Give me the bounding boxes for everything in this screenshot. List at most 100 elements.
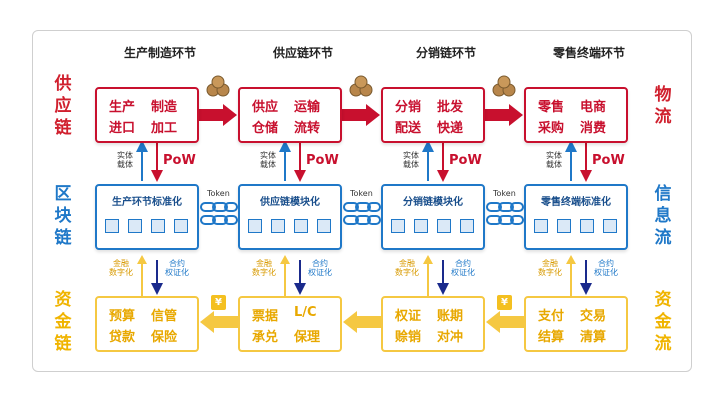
side-label-capital-flow: 资金流 <box>654 290 672 354</box>
supply-box-retail: 零售 电商 采购 消费 <box>524 87 628 143</box>
blockchain-box-title: 供应链模块化 <box>260 197 320 208</box>
supply-flow-arrows <box>199 104 523 126</box>
contract-label: 合约权证化 <box>308 259 332 277</box>
finance-box-distribution: 权证 账期 赊销 对冲 <box>381 296 485 352</box>
finance-term: 账期 <box>437 309 464 324</box>
block-icon <box>271 219 285 233</box>
diagram-canvas: 生产制造环节 供应链环节 分销链环节 零售终端环节 供应链 区块链 资金链 物流… <box>32 30 692 372</box>
block-icon <box>557 219 571 233</box>
connector-arrows <box>136 104 592 333</box>
coin-stack-icon <box>349 75 373 97</box>
finance-label: 金融数字化 <box>538 259 562 277</box>
finance-label: 金融数字化 <box>395 259 419 277</box>
yuan-icon: ¥ <box>497 295 512 310</box>
blockchain-links <box>200 202 524 225</box>
supply-term: 零售 <box>538 100 565 115</box>
supply-term: 运输 <box>294 100 321 115</box>
block-icon <box>460 219 474 233</box>
side-label-blockchain: 区块链 <box>54 184 72 248</box>
finance-term: 对冲 <box>437 330 464 345</box>
supply-box-production: 生产 制造 进口 加工 <box>95 87 199 143</box>
vertical-arrows <box>136 140 592 301</box>
supply-term: 制造 <box>151 100 178 115</box>
entity-label: 实体载体 <box>546 151 562 169</box>
finance-term: 承兑 <box>252 330 279 345</box>
supply-term: 供应 <box>252 100 279 115</box>
header-supply: 供应链环节 <box>272 46 333 60</box>
entity-label: 实体载体 <box>403 151 419 169</box>
header-retail: 零售终端环节 <box>552 46 625 60</box>
finance-term: 赊销 <box>395 330 422 345</box>
blockchain-box-production: 生产环节标准化 <box>95 184 199 250</box>
block-icon <box>534 219 548 233</box>
supply-term: 电商 <box>580 100 607 115</box>
supply-term: 进口 <box>109 121 136 136</box>
side-label-supply-chain: 供应链 <box>54 74 72 138</box>
entity-label: 实体载体 <box>117 151 133 169</box>
coin-stack-icon <box>492 75 516 97</box>
finance-label: 金融数字化 <box>252 259 276 277</box>
finance-term: 票据 <box>252 309 279 324</box>
block-icon <box>128 219 142 233</box>
finance-box-production: 预算 信管 贷款 保险 <box>95 296 199 352</box>
yuan-icon: ¥ <box>211 295 226 310</box>
finance-term: 预算 <box>109 309 136 324</box>
supply-term: 快递 <box>437 121 464 136</box>
supply-term: 批发 <box>437 100 464 115</box>
supply-box-distribution: 分销 批发 配送 快递 <box>381 87 485 143</box>
supply-term: 采购 <box>538 121 565 136</box>
block-icon <box>174 219 188 233</box>
block-icon <box>414 219 428 233</box>
supply-term: 分销 <box>395 100 422 115</box>
finance-term: 结算 <box>538 330 565 345</box>
header-distribution: 分销链环节 <box>415 46 476 60</box>
side-label-logistics: 物流 <box>654 85 672 127</box>
finance-term: L/C <box>294 305 317 320</box>
finance-term: 保理 <box>294 330 321 345</box>
token-label: Token <box>350 189 373 198</box>
supply-term: 加工 <box>151 121 178 136</box>
block-icon <box>580 219 594 233</box>
token-label: Token <box>207 189 230 198</box>
finance-term: 支付 <box>538 309 565 324</box>
finance-term: 贷款 <box>109 330 136 345</box>
block-icon <box>603 219 617 233</box>
block-icon <box>294 219 308 233</box>
finance-flow-arrows <box>200 311 524 333</box>
token-label: Token <box>493 189 516 198</box>
block-icon <box>105 219 119 233</box>
blockchain-box-title: 零售终端标准化 <box>541 197 611 208</box>
finance-label: 金融数字化 <box>109 259 133 277</box>
contract-label: 合约权证化 <box>594 259 618 277</box>
supply-term: 消费 <box>580 121 607 136</box>
blockchain-box-distribution: 分销链模块化 <box>381 184 485 250</box>
finance-term: 信管 <box>151 309 178 324</box>
pow-label: PoW <box>449 153 482 168</box>
block-icon <box>317 219 331 233</box>
entity-label: 实体载体 <box>260 151 276 169</box>
pow-label: PoW <box>306 153 339 168</box>
side-label-finance-chain: 资金链 <box>54 290 72 354</box>
supply-term: 流转 <box>294 121 321 136</box>
side-label-info-flow: 信息流 <box>654 184 672 248</box>
blockchain-box-title: 分销链模块化 <box>403 197 463 208</box>
finance-term: 权证 <box>395 309 422 324</box>
pow-label: PoW <box>592 153 625 168</box>
finance-box-supply: 票据 L/C 承兑 保理 <box>238 296 342 352</box>
block-icon <box>248 219 262 233</box>
supply-term: 配送 <box>395 121 422 136</box>
pow-label: PoW <box>163 153 196 168</box>
finance-term: 清算 <box>580 330 607 345</box>
finance-term: 交易 <box>580 309 607 324</box>
supply-term: 仓储 <box>252 121 279 136</box>
block-icon <box>391 219 405 233</box>
contract-label: 合约权证化 <box>165 259 189 277</box>
block-icon <box>437 219 451 233</box>
block-icon <box>151 219 165 233</box>
coin-stack-icon <box>206 75 230 97</box>
supply-box-supply: 供应 运输 仓储 流转 <box>238 87 342 143</box>
blockchain-box-supply: 供应链模块化 <box>238 184 342 250</box>
header-production: 生产制造环节 <box>123 46 196 60</box>
finance-term: 保险 <box>151 330 178 345</box>
finance-box-retail: 支付 交易 结算 清算 <box>524 296 628 352</box>
